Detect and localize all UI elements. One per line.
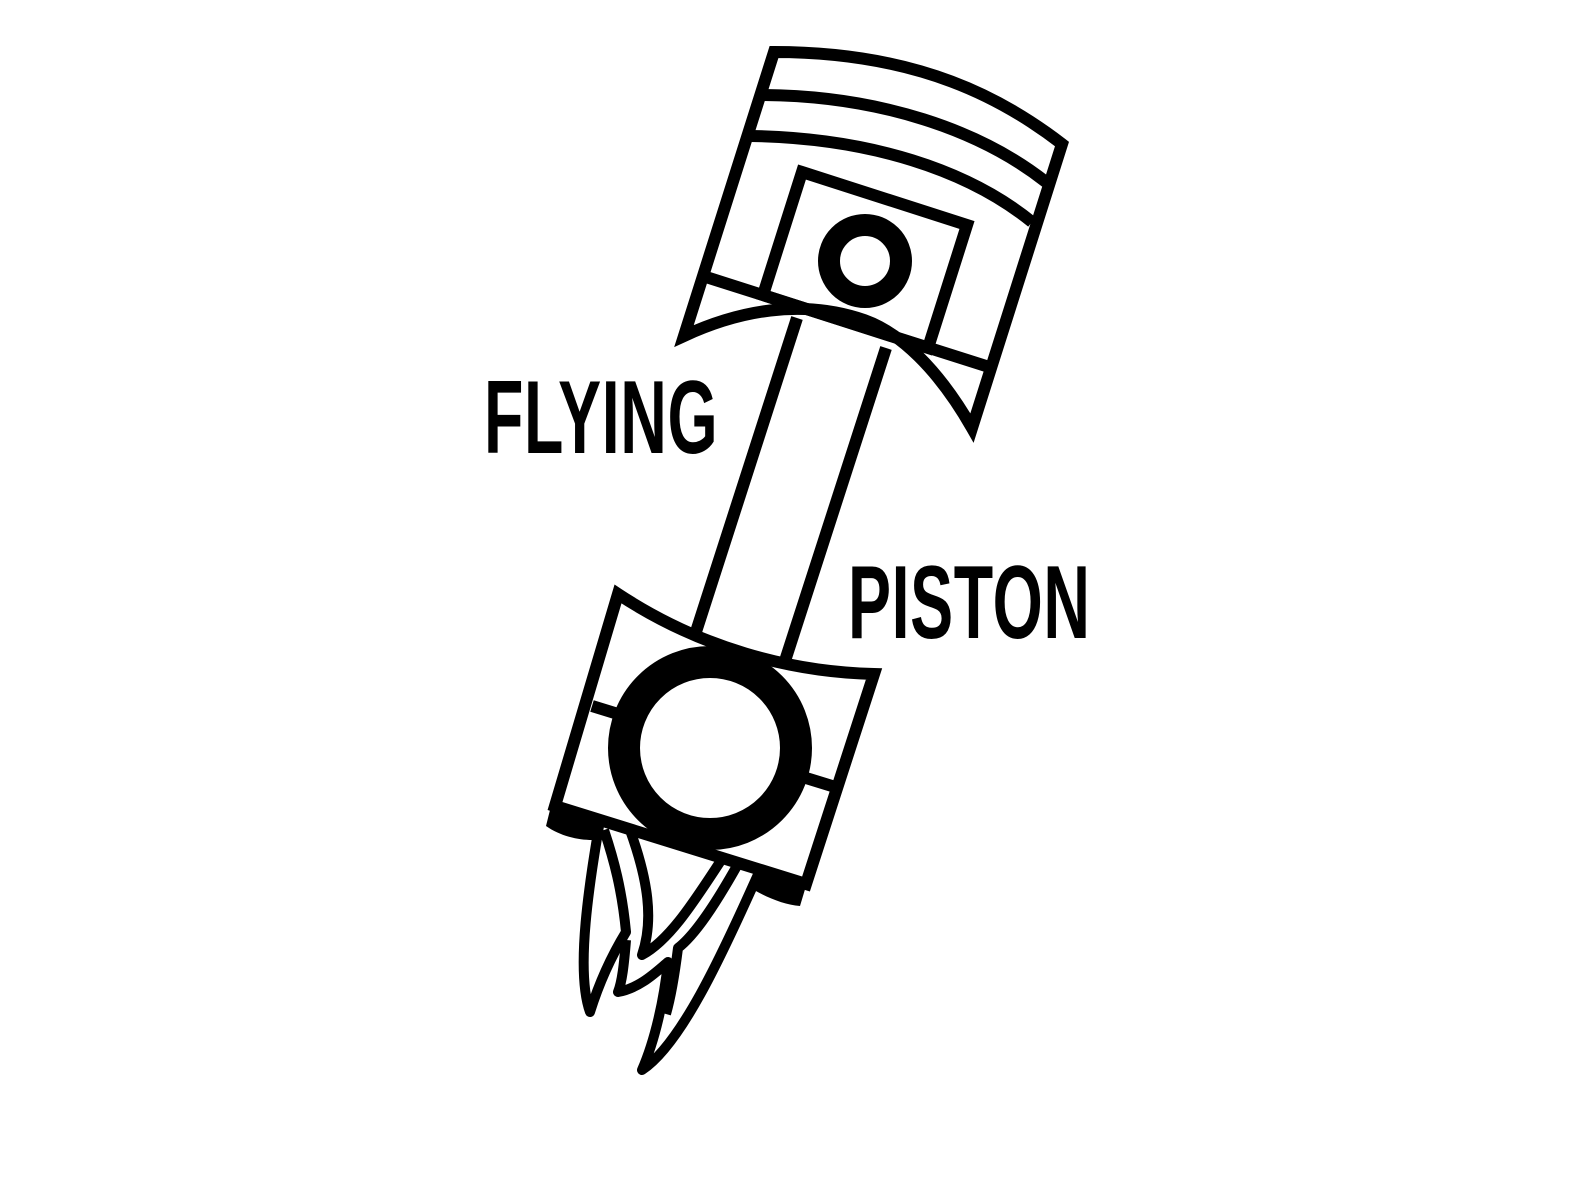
piston-ring-1 [763, 89, 1050, 187]
flame-4 [661, 861, 743, 1016]
wrist-pin-icon [818, 214, 912, 308]
wordmark-piston: PISTON [848, 545, 1091, 661]
big-end-outline [547, 584, 883, 892]
big-end-line-left [590, 700, 620, 720]
piston-skirt-line [704, 271, 988, 372]
flame-3 [613, 867, 765, 1075]
connecting-rod-right [778, 346, 892, 666]
flame-1 [578, 819, 631, 1017]
left-foot [546, 806, 598, 840]
piston-head-outline [674, 45, 1069, 443]
big-end-line-right [804, 772, 834, 792]
connecting-rod-left [688, 316, 803, 640]
wordmark-flying: FLYING [484, 360, 719, 476]
flame-2 [625, 828, 725, 960]
crank-pin-icon [608, 646, 812, 850]
piston-ring-2 [750, 130, 1036, 227]
right-foot [754, 870, 806, 906]
